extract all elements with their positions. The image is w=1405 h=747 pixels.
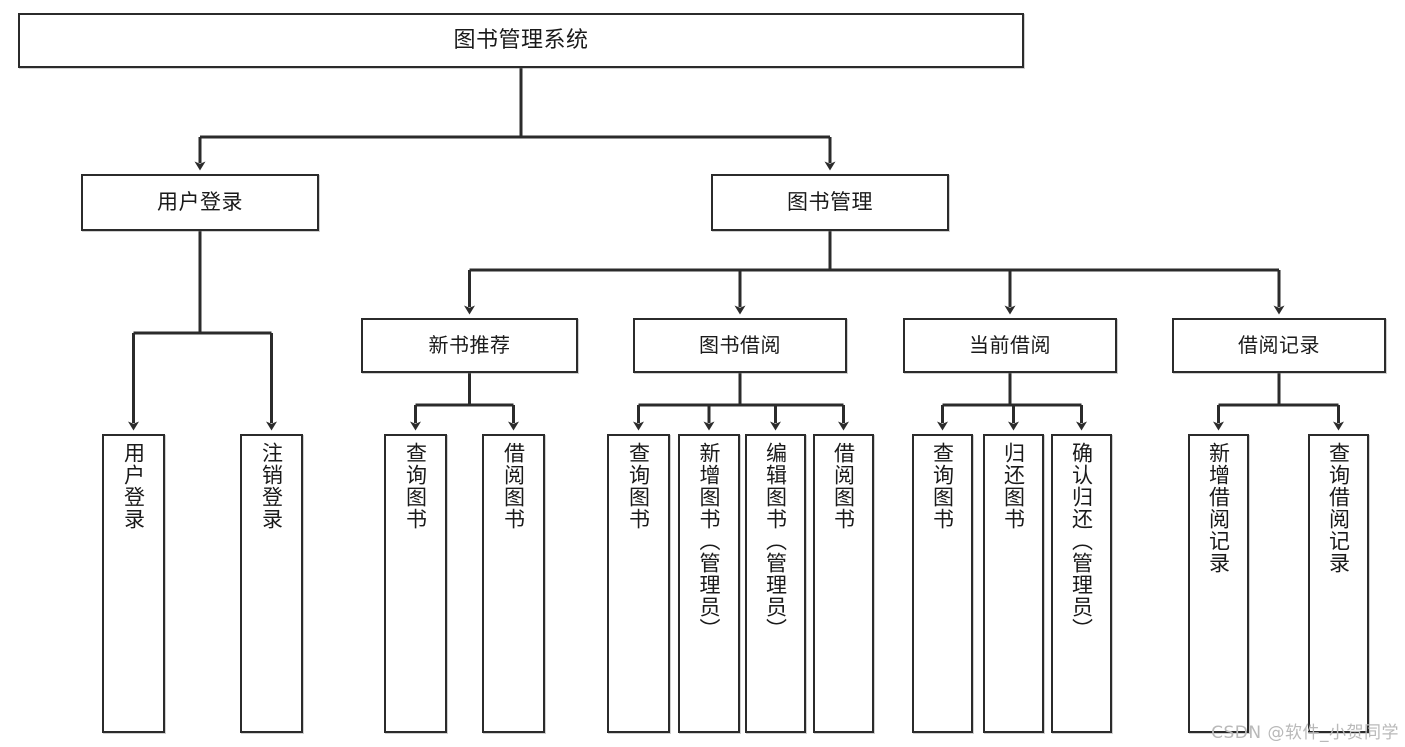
root-node-图书管理系统[interactable]: 图书管理系统 (18, 13, 1024, 68)
node-label: 归还图书 (1001, 442, 1026, 530)
node-label: 查询图书 (626, 442, 651, 530)
node-label: 借阅图书 (501, 442, 526, 530)
node-label: 图书借阅 (699, 332, 781, 357)
node-label: 查询图书 (930, 442, 955, 530)
level2-node-当前借阅[interactable]: 当前借阅 (903, 318, 1117, 373)
node-label: 用户登录 (157, 190, 243, 215)
node-label: 借阅记录 (1238, 332, 1320, 357)
node-label: 新书推荐 (428, 332, 511, 357)
node-label: 新增图书（管理员） (697, 442, 722, 640)
node-label: 查询借阅记录 (1326, 442, 1351, 574)
node-label: 注销登录 (259, 442, 284, 530)
leaf-node-查询图书[interactable]: 查询图书 (607, 434, 670, 733)
node-label: 图书管理 (787, 190, 873, 215)
leaf-node-查询图书[interactable]: 查询图书 (912, 434, 973, 733)
node-label: 查询图书 (403, 442, 428, 530)
leaf-node-查询图书[interactable]: 查询图书 (384, 434, 447, 733)
leaf-node-注销登录[interactable]: 注销登录 (240, 434, 303, 733)
level1-node-用户登录[interactable]: 用户登录 (81, 174, 319, 231)
node-label: 确认归还（管理员） (1069, 442, 1094, 640)
leaf-node-新增图书管理员[interactable]: 新增图书（管理员） (678, 434, 740, 733)
leaf-node-归还图书[interactable]: 归还图书 (983, 434, 1044, 733)
node-label: 新增借阅记录 (1206, 442, 1231, 574)
watermark-label: CSDN @软件_小贺同学 (1211, 723, 1399, 743)
leaf-node-新增借阅记录[interactable]: 新增借阅记录 (1188, 434, 1249, 733)
node-label: 图书管理系统 (453, 27, 589, 53)
node-label: 编辑图书（管理员） (763, 442, 788, 640)
node-label: 借阅图书 (831, 442, 856, 530)
level2-node-新书推荐[interactable]: 新书推荐 (361, 318, 578, 373)
node-label: 用户登录 (121, 442, 146, 530)
level2-node-图书借阅[interactable]: 图书借阅 (633, 318, 847, 373)
node-label: 当前借阅 (969, 332, 1051, 357)
leaf-node-借阅图书[interactable]: 借阅图书 (482, 434, 545, 733)
leaf-node-用户登录[interactable]: 用户登录 (102, 434, 165, 733)
level1-node-图书管理[interactable]: 图书管理 (711, 174, 949, 231)
leaf-node-借阅图书[interactable]: 借阅图书 (813, 434, 874, 733)
leaf-node-查询借阅记录[interactable]: 查询借阅记录 (1308, 434, 1369, 733)
level2-node-借阅记录[interactable]: 借阅记录 (1172, 318, 1386, 373)
leaf-node-编辑图书管理员[interactable]: 编辑图书（管理员） (745, 434, 806, 733)
leaf-node-确认归还管理员[interactable]: 确认归还（管理员） (1051, 434, 1112, 733)
